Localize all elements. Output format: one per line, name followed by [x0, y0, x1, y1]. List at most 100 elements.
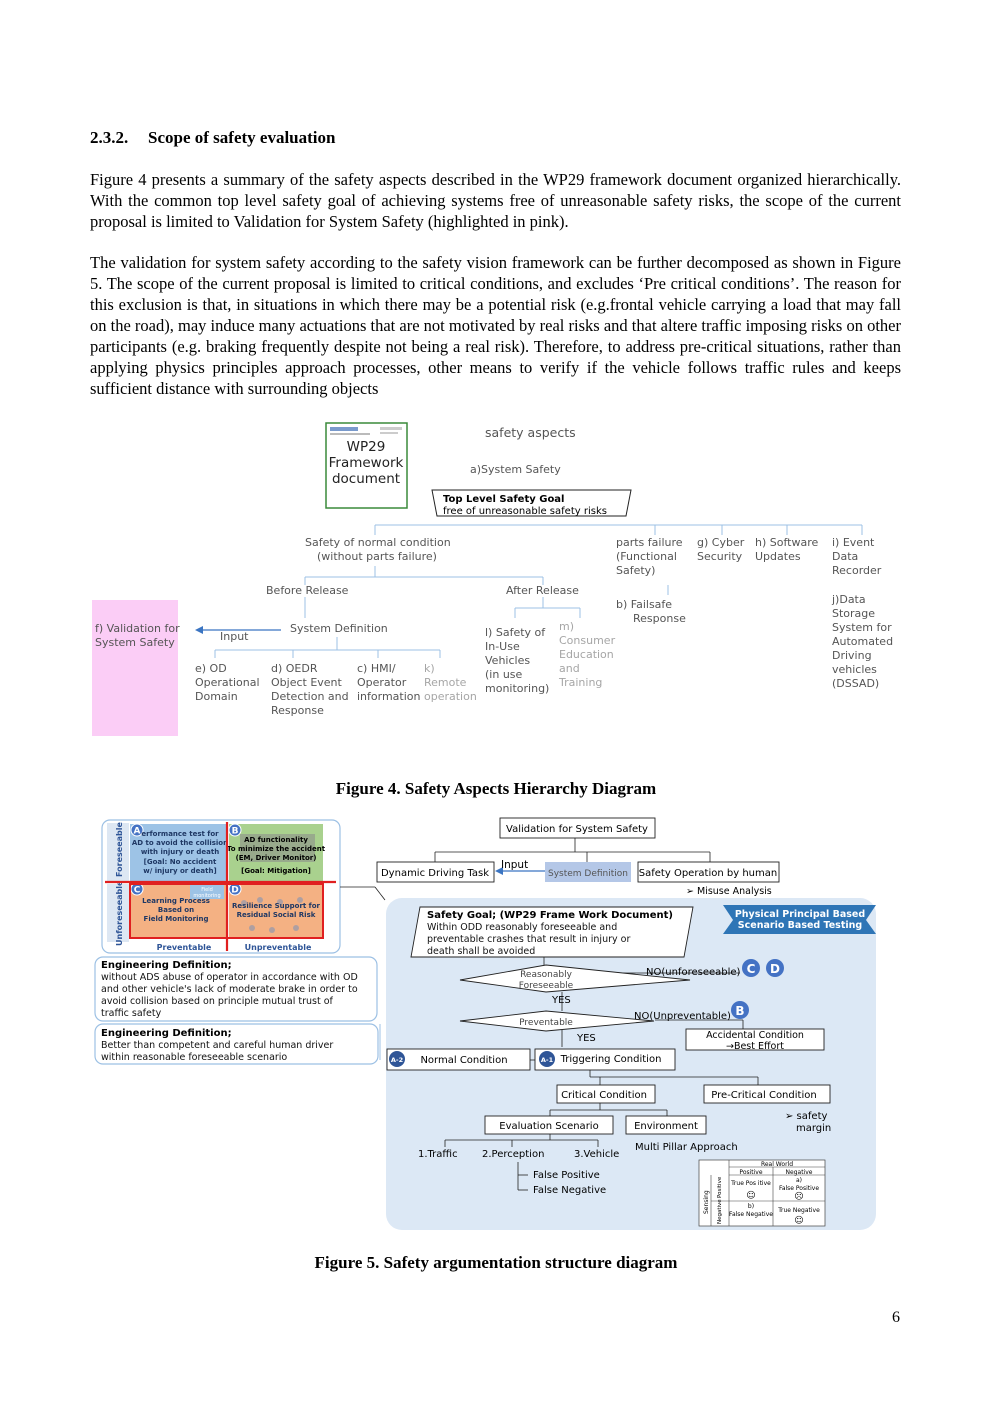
cm-fp-1: a): [796, 1177, 802, 1184]
parts-failure-2: (Functional: [616, 550, 677, 563]
parts-failure-3: Safety): [616, 564, 655, 577]
oedr-3: Detection and: [271, 690, 349, 703]
safety-matrix: Foreseeable Unforeseeable A erformance t…: [101, 819, 341, 954]
section-number: 2.3.2.: [90, 128, 129, 147]
cm-sensing: Sensing: [703, 1190, 710, 1214]
page-number: 6: [892, 1309, 900, 1326]
accidental-2: →Best Effort: [726, 1041, 784, 1052]
figure-5-caption: Figure 5. Safety argumentation structure…: [314, 1253, 678, 1272]
a-text-1: erformance test for: [141, 830, 219, 838]
yes-2: YES: [576, 1033, 596, 1044]
paragraph-2: The validation for system safety accordi…: [90, 253, 901, 398]
cm-negative: Negative: [786, 1169, 813, 1176]
false-negative: False Negative: [533, 1185, 606, 1196]
validation-label-1: f) Validation for: [95, 622, 180, 635]
hmi-3: information: [357, 690, 421, 703]
eng-def-1-line-1: without ADS abuse of operator in accorda…: [101, 972, 358, 983]
consumer-4: and: [559, 662, 580, 675]
top-goal-title: Top Level Safety Goal: [443, 494, 564, 505]
hmi-1: c) HMI/: [357, 662, 396, 675]
od-1: e) OD: [195, 662, 227, 675]
cm-real-world: Real World: [761, 1161, 793, 1168]
eng-def-1-title: Engineering Definition;: [101, 960, 232, 971]
validation-box: Validation for System Safety: [506, 824, 648, 835]
oedr-2: Object Event: [271, 676, 343, 689]
false-positive: False Positive: [533, 1170, 600, 1181]
banner-1: Physical Principal Based: [735, 909, 865, 920]
c-text-1: Learning Process: [142, 897, 210, 905]
dssad-6: vehicles: [832, 663, 877, 676]
a-text-3: with injury or death: [141, 848, 219, 856]
remote-1: k): [424, 662, 435, 675]
vehicle: 3.Vehicle: [574, 1149, 619, 1160]
failsafe-1: b) Failsafe: [616, 598, 672, 611]
after-release-label: After Release: [506, 584, 579, 597]
b-text-4: [Goal: Mitigation]: [241, 867, 311, 875]
eng-def-1-line-4: traffic safety: [101, 1008, 162, 1019]
cm-fp-frown: ☹: [794, 1191, 803, 1202]
remote-2: Remote: [424, 676, 467, 689]
system-definition-box: System Definition: [548, 869, 628, 879]
safety-goal-line-2: preventable crashes that result in injur…: [427, 934, 630, 945]
circle-c: C: [747, 962, 756, 976]
figure-4-caption: Figure 4. Safety Aspects Hierarchy Diagr…: [335, 779, 657, 798]
eng-def-1-line-2: and other vehicle's lack of moderate bra…: [101, 984, 358, 995]
figure-4-diagram: WP29 Framework document safety aspects a…: [92, 422, 893, 736]
section-title: Scope of safety evaluation: [148, 128, 336, 147]
b-letter: B: [232, 827, 239, 837]
c-small-1: Field: [201, 887, 213, 893]
triggering-condition: Triggering Condition: [560, 1054, 662, 1065]
wp29-label-3: document: [332, 471, 400, 487]
parts-failure-1: parts failure: [616, 536, 683, 549]
a-letter: A: [134, 827, 141, 837]
eng-def-1-line-3: avoid collision based on principle mutua…: [101, 996, 334, 1007]
dssad-3: System for: [832, 621, 892, 634]
cm-fn-1: b): [748, 1203, 754, 1210]
remote-3: operation: [424, 690, 477, 703]
confusion-matrix: Real World Positive Negative Sensing Pos…: [698, 1159, 826, 1227]
b-text-1: AD functionality: [244, 836, 308, 844]
consumer-2: Consumer: [559, 634, 616, 647]
badge-a1: A-1: [541, 1056, 554, 1064]
od-3: Domain: [195, 690, 238, 703]
hmi-2: Operator: [357, 676, 407, 689]
consumer-3: Education: [559, 648, 614, 661]
b-text-2: To minimize the accident: [227, 845, 326, 853]
dssad-7: (DSSAD): [832, 677, 879, 690]
col-unpreventable: Unpreventable: [245, 943, 312, 952]
critical-condition: Critical Condition: [561, 1090, 647, 1101]
consumer-5: Training: [558, 676, 602, 689]
b-text-3: (EM, Driver Monitor): [236, 854, 317, 862]
precritical-condition: Pre-Critical Condition: [711, 1090, 816, 1101]
validation-label-2: System Safety: [95, 636, 175, 649]
recorder-1: i) Event: [832, 536, 875, 549]
input-label: Input: [220, 630, 249, 643]
row-unforeseeable: Unforeseeable: [115, 880, 124, 946]
software-1: h) Software: [755, 536, 818, 549]
cm-tp-smile: ☺: [746, 1190, 755, 1201]
cm-tn: True Negative: [777, 1207, 820, 1214]
multi-pillar: Multi Pillar Approach: [635, 1142, 738, 1153]
banner-2: Scenario Based Testing: [738, 920, 862, 931]
recorder-2: Data: [832, 550, 858, 563]
in-use-2: In-Use: [485, 640, 520, 653]
system-definition-label: System Definition: [290, 622, 388, 635]
eng-def-2-line-1: Better than competent and careful human …: [101, 1040, 333, 1051]
figure-5-diagram: Foreseeable Unforeseeable A erformance t…: [94, 817, 876, 1230]
dssad-1: j)Data: [831, 593, 866, 606]
input-label-5: Input: [501, 859, 528, 871]
misuse-analysis: ➢ Misuse Analysis: [686, 886, 772, 897]
d-text-1: Resilience Support for: [232, 902, 321, 910]
normal-condition-1: Safety of normal condition: [305, 536, 451, 549]
safety-aspects-label: safety aspects: [485, 425, 576, 440]
yes-1: YES: [551, 995, 571, 1006]
consumer-1: m): [559, 620, 574, 633]
normal-condition-2: (without parts failure): [317, 550, 437, 563]
eng-def-2-line-2: within reasonable foreseeable scenario: [101, 1052, 287, 1063]
circle-b: B: [735, 1004, 744, 1018]
row-foreseeable: Foreseeable: [115, 822, 124, 877]
ddt-box: Dynamic Driving Task: [381, 868, 489, 879]
cm-neg-row: Negative: [717, 1199, 723, 1224]
safety-goal-title: Safety Goal; (WP29 Frame Work Document): [427, 910, 673, 921]
